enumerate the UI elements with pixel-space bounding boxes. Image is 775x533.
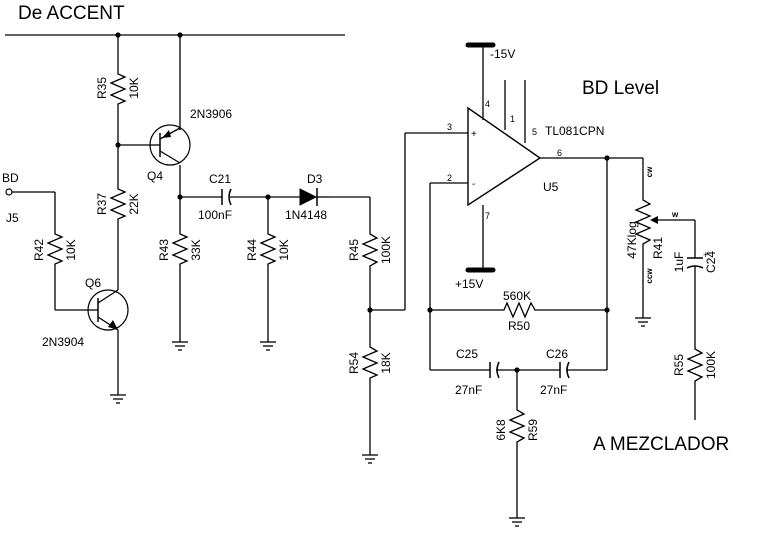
resistor-value-label: 10K: [64, 239, 78, 260]
potentiometer-r41: [634, 195, 652, 248]
transistor-q6: [85, 289, 129, 331]
opamp-pin: 5: [532, 127, 537, 137]
resistor-ref-label: R54: [347, 352, 361, 374]
pot-pin-cw: cw: [645, 166, 654, 177]
resistor-r35: [109, 70, 127, 105]
resistor-r54: [361, 343, 379, 380]
opamp-plus-sign: +: [471, 129, 477, 140]
resistor-value-label: 33K: [189, 239, 203, 260]
resistor-ref-label: R44: [245, 239, 259, 261]
opamp-ref: U5: [543, 180, 559, 194]
opamp-u5: [467, 106, 542, 207]
output-label: A MEZCLADOR: [593, 434, 729, 455]
opamp-pin: 2: [447, 173, 452, 183]
capacitor-value-label: 100nF: [198, 208, 232, 222]
capacitor-value-label: 1uF: [672, 252, 686, 273]
title-de-accent: De ACCENT: [18, 3, 125, 24]
capacitor-c26: [559, 361, 570, 379]
resistor-value-label: 18K: [379, 352, 393, 373]
resistor-ref-label: R35: [95, 77, 109, 99]
resistor-value-label: 22K: [127, 193, 141, 214]
resistor-r37: [109, 185, 127, 222]
resistor-value-label: 10K: [277, 239, 291, 260]
resistor-ref-label: R42: [32, 239, 46, 261]
svg-text:+: +: [703, 250, 708, 260]
transistor-part-label: 2N3904: [42, 335, 84, 349]
capacitor-ref-label: C26: [546, 347, 568, 361]
capacitor-value-label: 27nF: [455, 383, 482, 397]
capacitor-c24: +: [686, 250, 708, 269]
resistor-ref-label: R43: [157, 239, 171, 261]
resistor-value-label: 100K: [379, 236, 393, 264]
resistor-r42: [46, 230, 64, 268]
opamp-minus-sign: -: [472, 179, 475, 190]
transistor-q4: [149, 124, 191, 166]
resistor-value-label: 6K8: [494, 419, 508, 441]
pot-value-label: 47Klog: [625, 221, 639, 258]
ground-symbols: [110, 317, 651, 527]
capacitor-value-label: 27nF: [540, 383, 567, 397]
capacitor-ref-label: C25: [456, 347, 478, 361]
pot-wiper-arrow: [650, 216, 658, 224]
capacitor-c25: [489, 361, 500, 379]
resistor-ref-label: R37: [95, 193, 109, 215]
resistor-r59: [508, 405, 526, 455]
transistor-part-label: 2N3906: [190, 107, 232, 121]
section-title-bd-level: BD Level: [582, 78, 659, 99]
junction-dots: [115, 32, 610, 373]
capacitor-c21: [221, 188, 232, 206]
resistor-ref-label: R59: [526, 419, 540, 441]
wires: [5, 34, 696, 518]
pot-pin-w: w: [671, 210, 679, 219]
input-connector: J5: [6, 211, 19, 225]
pot-pin-ccw: ccw: [645, 268, 654, 284]
input-name: BD: [2, 171, 19, 185]
capacitor-ref-label: C21: [209, 172, 231, 186]
transistor-ref-label: Q6: [85, 276, 101, 290]
resistor-r45: [361, 230, 379, 270]
pot-ref-label: R41: [651, 237, 665, 259]
opamp-pin: 3: [447, 122, 452, 132]
resistor-r50: [500, 301, 540, 319]
opamp-pin: 4: [485, 99, 490, 109]
resistor-value-label: 10K: [127, 77, 141, 98]
resistor-ref-label: R55: [672, 354, 686, 376]
resistor-ref-label: R50: [508, 319, 530, 333]
resistor-r55: [686, 345, 704, 385]
capacitor-ref-label: C24: [704, 251, 718, 273]
diode-part-label: 1N4148: [285, 208, 327, 222]
positive-rail-label: +15V: [455, 277, 483, 291]
input-terminal: [5, 188, 13, 196]
opamp-pin: 6: [557, 148, 562, 158]
resistor-r43: [171, 230, 189, 268]
diode-d3: [299, 188, 330, 206]
resistor-r44: [259, 230, 277, 268]
opamp-pin: 1: [510, 114, 515, 124]
negative-rail-label: -15V: [490, 47, 515, 61]
resistor-ref-label: R45: [347, 239, 361, 261]
opamp-pin: 7: [485, 211, 490, 221]
opamp-part: TL081CPN: [545, 124, 604, 138]
resistor-value-label: 100K: [704, 351, 718, 379]
transistor-ref-label: Q4: [147, 169, 163, 183]
diode-ref-label: D3: [307, 172, 323, 186]
resistor-value-label: 560K: [503, 289, 531, 303]
